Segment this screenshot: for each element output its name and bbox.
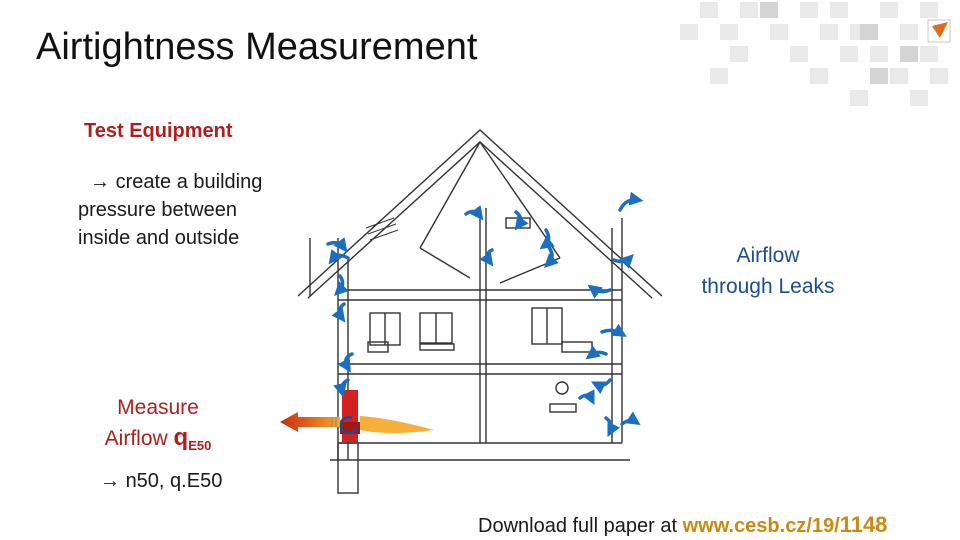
q-symbol: q	[173, 424, 189, 451]
paper-link[interactable]: www.cesb.cz/19/	[682, 515, 840, 537]
download-prefix: Download full paper at	[478, 515, 683, 537]
results-text: n50, q.E50	[125, 470, 223, 492]
corner-mosaic	[680, 2, 951, 106]
logo-arrow-icon	[927, 19, 951, 43]
airflow-line-1: Airflow	[736, 244, 800, 267]
fan-icon	[339, 415, 358, 435]
equipment-line-3: inside and outside	[78, 227, 240, 249]
equipment-line-2: pressure between	[78, 199, 237, 221]
q-subscript: E50	[188, 438, 212, 454]
download-footer: Download full paper at www.cesb.cz/19/11…	[478, 512, 887, 538]
equipment-line-1: create a building	[115, 171, 263, 193]
measure-line-2: Airflow	[104, 427, 174, 450]
airflow-line-2: through Leaks	[701, 275, 835, 298]
measure-line-1: Measure	[117, 396, 199, 419]
test-equipment-description: → create a building pressure between ins…	[78, 168, 278, 252]
airflow-through-leaks-label: Airflow through Leaks	[684, 240, 852, 302]
results-line: → n50, q.E50	[100, 470, 222, 493]
page-title: Airtightness Measurement	[36, 26, 478, 68]
right-arrow-icon: →	[90, 171, 110, 193]
paper-number[interactable]: 1148	[839, 512, 888, 537]
airflow-arrow-icon	[280, 412, 434, 433]
right-arrow-icon: →	[100, 470, 120, 492]
leak-arrow-icon	[326, 191, 644, 438]
house-cross-section-icon	[280, 129, 663, 494]
test-equipment-heading: Test Equipment	[84, 120, 233, 142]
measure-airflow-label: Measure Airflow qE50	[78, 393, 238, 461]
